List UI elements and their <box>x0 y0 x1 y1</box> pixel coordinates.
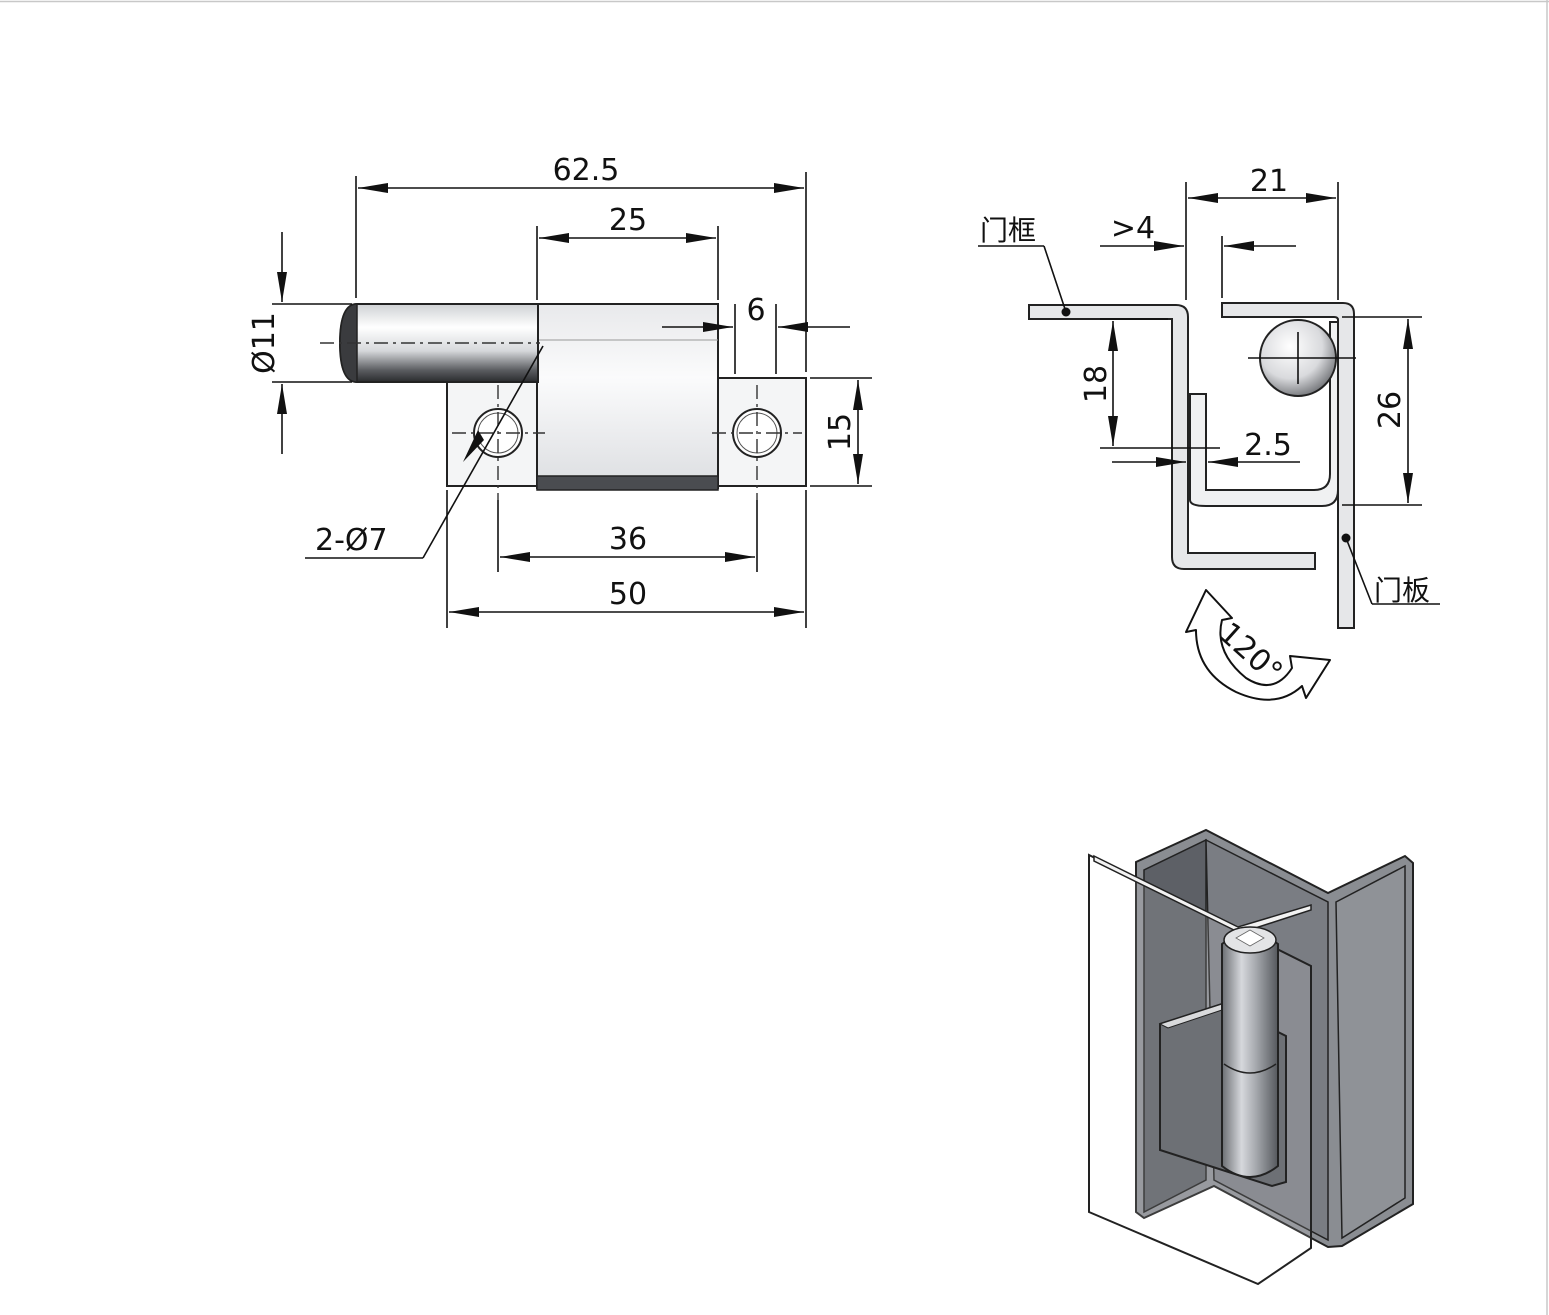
dim-gap: >4 <box>1111 211 1155 246</box>
front-view: 62.5 25 Ø11 6 15 36 50 <box>247 153 872 628</box>
label-frame: 门框 <box>980 214 1036 247</box>
door-profile <box>1221 302 1355 629</box>
label-door: 门板 <box>1374 574 1430 607</box>
dim-hole-spacing: 36 <box>609 522 647 557</box>
isometric-view <box>1088 828 1414 1286</box>
barrel-body <box>536 303 719 489</box>
dim-width: 21 <box>1250 164 1288 199</box>
barrel-bottom-band <box>536 475 719 491</box>
frame-profile <box>1028 304 1316 570</box>
dim-height-26: 26 <box>1373 391 1408 429</box>
dim-barrel-length: 25 <box>609 203 647 238</box>
hinge-leaf <box>1189 321 1339 507</box>
dim-plate-height: 15 <box>823 413 858 451</box>
rotation-arrow <box>1185 589 1331 701</box>
holes-callout: 2-Ø7 <box>315 523 388 558</box>
section-view: 21 >4 18 26 2.5 门框 门板 120° <box>978 164 1440 701</box>
dim-plate-length: 50 <box>609 577 647 612</box>
dim-height-18: 18 <box>1079 365 1114 403</box>
dim-pin-diameter: Ø11 <box>247 312 282 374</box>
dim-overall-length: 62.5 <box>553 153 620 188</box>
dim-end-offset: 6 <box>746 293 765 328</box>
hinge-cylinder <box>1221 932 1279 1178</box>
dim-thickness: 2.5 <box>1244 428 1292 463</box>
